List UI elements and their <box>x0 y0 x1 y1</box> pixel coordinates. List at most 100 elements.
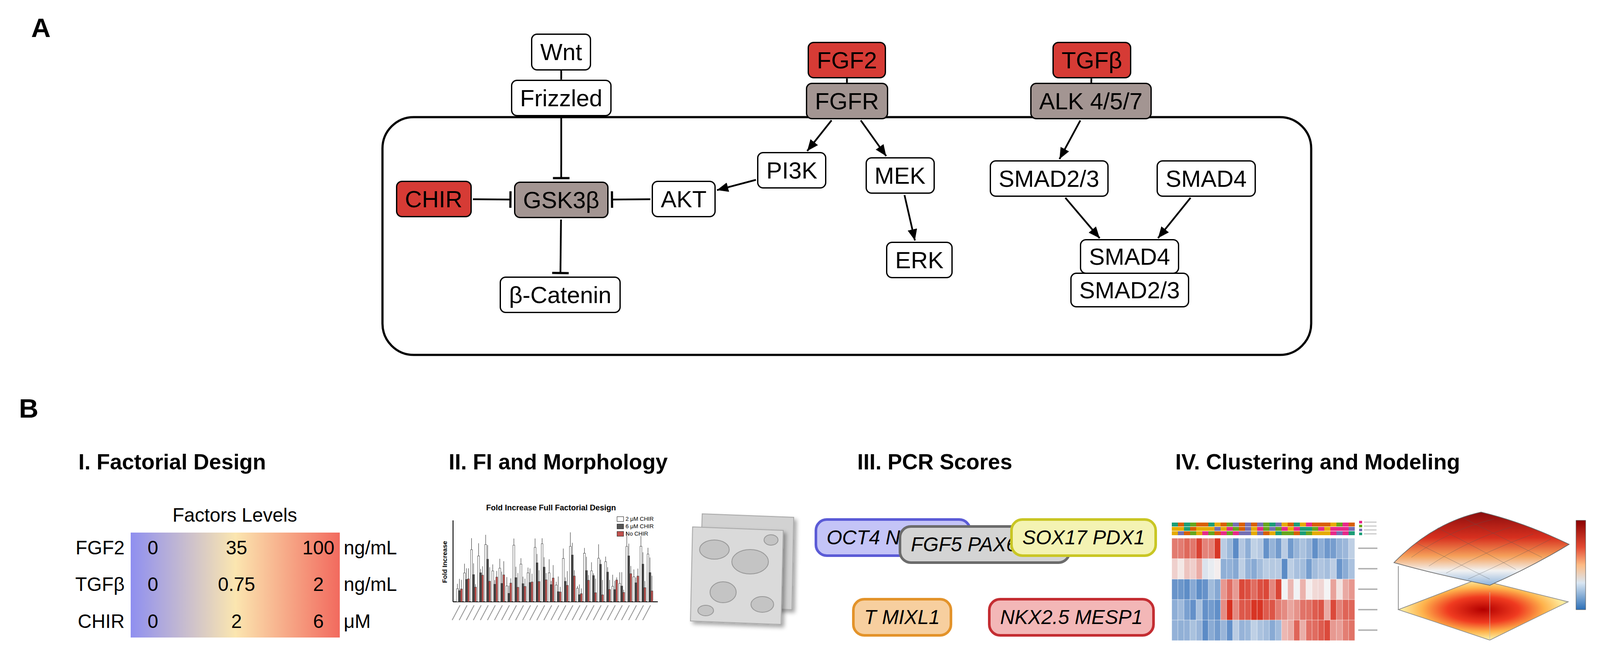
heatmap-cell <box>1336 599 1343 621</box>
annotation-cell <box>1183 527 1191 532</box>
bar <box>529 582 532 603</box>
annotation-cell <box>1348 527 1355 532</box>
error-bar <box>468 568 469 579</box>
legend-row: 2 μM CHIR <box>616 515 654 523</box>
error-bar <box>494 580 495 585</box>
annotation-cell <box>1281 531 1288 536</box>
tick-mark <box>466 605 474 621</box>
heatmap-cell <box>1226 620 1233 641</box>
heatmap-cell <box>1232 599 1239 621</box>
heatmap-cell <box>1312 599 1319 621</box>
ligand-box: Wnt <box>531 33 592 71</box>
bar <box>513 545 515 603</box>
annotation-cell <box>1312 522 1319 527</box>
heatmap-cell <box>1312 620 1319 641</box>
binding-line <box>560 70 562 80</box>
bar <box>486 559 489 603</box>
binding-line <box>1090 78 1093 83</box>
factor-level: 0 <box>147 573 159 596</box>
annotation-cell <box>1287 522 1294 527</box>
node-text: T MIXL1 <box>864 605 941 630</box>
annotation-cell <box>1202 522 1209 527</box>
heatmap-cell <box>1305 620 1313 641</box>
inhibition-connector <box>560 219 562 274</box>
error-bar <box>600 559 601 565</box>
error-bar <box>545 573 547 581</box>
error-bar <box>644 581 646 588</box>
bar <box>557 591 559 603</box>
bar <box>629 573 632 603</box>
bar <box>620 586 623 603</box>
node-text: β-Catenin <box>508 281 612 308</box>
heatmap-cell <box>1281 558 1288 580</box>
heatmap-cell <box>1238 579 1245 600</box>
tick-mark <box>614 605 623 621</box>
error-bar <box>612 575 613 587</box>
heatmap-cell <box>1220 599 1227 621</box>
row-mark <box>1358 609 1378 611</box>
tick-mark <box>558 605 566 621</box>
heatmap-cell <box>1269 558 1276 580</box>
node-text: Wnt <box>540 38 582 65</box>
kinase-box: ERK <box>886 241 953 279</box>
heatmap-cell <box>1269 579 1276 600</box>
heatmap-cell <box>1275 599 1282 621</box>
heatmap-cell <box>1190 579 1197 600</box>
receptor-box: Frizzled <box>510 79 612 117</box>
heatmap-cell <box>1171 599 1178 621</box>
tick-mark <box>473 605 482 621</box>
panel-letter: A <box>31 12 51 44</box>
bar <box>649 572 651 603</box>
bar <box>514 577 517 603</box>
tick-mark <box>515 605 524 621</box>
heatmap-cell <box>1196 558 1203 580</box>
heatmap-cell <box>1257 579 1264 600</box>
annotation-cell <box>1251 527 1258 532</box>
bar <box>604 561 607 603</box>
heatmap-cell <box>1220 579 1227 600</box>
heatmap-cell <box>1263 579 1270 600</box>
bar <box>585 570 588 603</box>
heatmap-cell <box>1348 579 1355 600</box>
annotation-cell <box>1281 527 1288 532</box>
heatmap-cell <box>1202 538 1209 559</box>
annotation-cell <box>1318 527 1325 532</box>
bar <box>642 564 644 603</box>
heatmap-cell <box>1214 599 1221 621</box>
error-bar <box>651 575 653 592</box>
heatmap-cell <box>1318 579 1325 600</box>
heatmap-cell <box>1177 599 1184 621</box>
error-bar <box>489 567 491 582</box>
tick-mark <box>621 605 630 621</box>
bar <box>510 583 512 603</box>
heatmap-cell <box>1214 538 1221 559</box>
error-bar <box>457 584 458 589</box>
heatmap-cell <box>1324 538 1331 559</box>
annotation-cell <box>1183 522 1191 527</box>
heatmap-cell <box>1263 558 1270 580</box>
annotation-cell <box>1269 531 1276 536</box>
heatmap-cell <box>1342 620 1349 641</box>
heatmap-cell <box>1299 579 1306 600</box>
heatmap-cell <box>1342 558 1349 580</box>
bar <box>536 562 538 603</box>
error-bar <box>635 577 636 583</box>
section-heading: II. FI and Morphology <box>448 449 668 475</box>
bar <box>643 587 646 603</box>
bar <box>625 546 628 603</box>
annotation-cell <box>1244 527 1252 532</box>
table-heading: Factors Levels <box>172 504 298 527</box>
error-bar <box>536 554 538 563</box>
bar <box>569 546 572 603</box>
tick-mark <box>529 605 538 621</box>
bar <box>505 586 508 603</box>
bar <box>587 580 590 603</box>
heatmap-cell <box>1257 620 1264 641</box>
annotation-cell <box>1336 527 1343 532</box>
bar <box>632 577 635 603</box>
complex-box: SMAD4SMAD2/3 <box>1070 239 1190 308</box>
annotation-cell <box>1214 527 1221 532</box>
bar <box>507 593 510 603</box>
heatmap-cell <box>1312 558 1319 580</box>
